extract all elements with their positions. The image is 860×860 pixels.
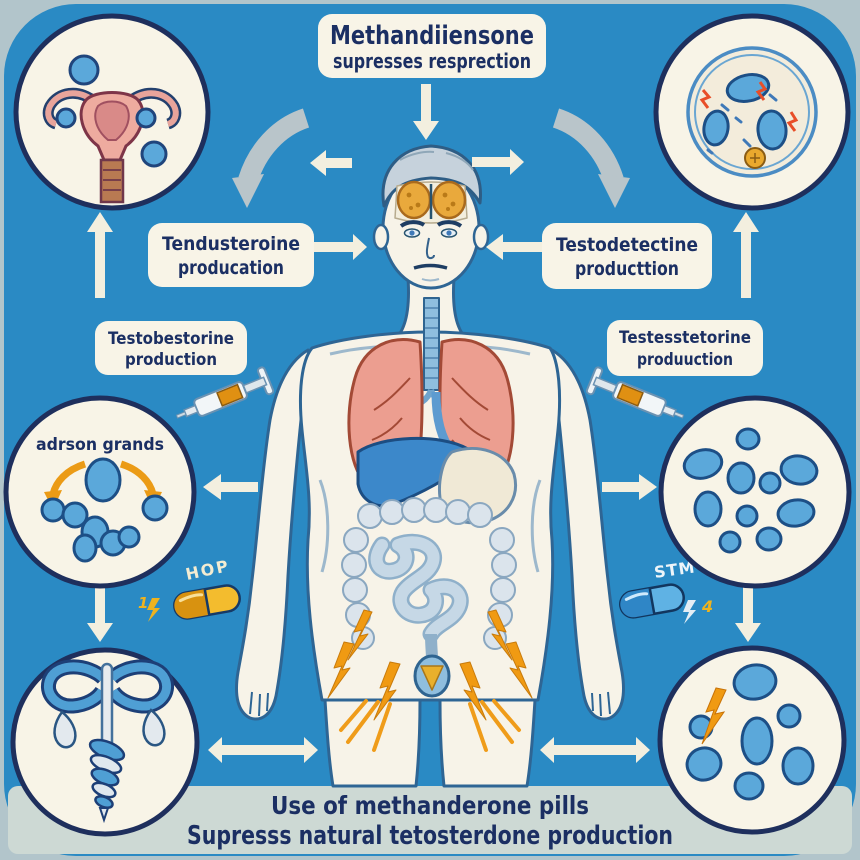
label-text: produuction	[637, 350, 733, 370]
pill-mark-right: 4	[701, 597, 713, 616]
small-lightning-icon	[147, 598, 160, 622]
arrow-up-icon	[87, 212, 113, 298]
label-text: Testobestorine	[108, 329, 234, 349]
male-reproductive-illustration	[41, 659, 174, 824]
circle-top-left	[13, 13, 211, 211]
syringe-left-icon	[175, 366, 275, 419]
caption-line1: Use of methanderone pills	[271, 791, 589, 820]
arrow-down-icon	[735, 585, 761, 642]
arrow-right-icon	[472, 149, 524, 175]
human-figure	[235, 144, 625, 788]
hormone-blobs-illustration	[682, 427, 819, 554]
left-ear	[372, 223, 390, 251]
curved-arrows	[232, 108, 630, 208]
adrenal-glands-illustration	[40, 457, 169, 563]
banner-line1: Methandiiensone	[330, 21, 534, 51]
flow-arrows	[87, 84, 761, 763]
arrow-up-icon	[733, 212, 759, 298]
brain-gyri	[406, 192, 456, 211]
circle-mid-left: adrson grands	[3, 395, 197, 589]
curved-arrow-left-icon	[238, 108, 310, 184]
label-text: production	[125, 350, 217, 370]
cell-illustration	[686, 46, 818, 178]
arrow-left-icon	[203, 474, 258, 500]
thigh-streaks	[339, 699, 521, 752]
adrenal-label: adrson grands	[36, 435, 164, 455]
circle-mid-right	[658, 395, 852, 589]
label-text: Tendusteroine	[162, 233, 300, 255]
hormone-spheres	[55, 54, 168, 168]
arrow-right-icon	[312, 234, 367, 260]
blue-dashes	[706, 93, 778, 155]
left-leg	[323, 698, 422, 788]
right-arm	[548, 348, 625, 721]
hand-fingers	[249, 691, 611, 717]
arrow-down-icon	[87, 585, 113, 642]
caption-line2: Supresss natural tetosterdone production	[187, 821, 673, 851]
cells-lightning-illustration	[685, 663, 815, 801]
uterus-ovaries-illustration	[42, 54, 182, 204]
arrow-down-icon	[413, 84, 439, 140]
bottom-caption: Use of methanderone pills Supresss natur…	[187, 791, 673, 851]
small-lightning-icon	[683, 600, 696, 624]
label-left-mid: Testobestorine production	[95, 321, 247, 375]
circle-bottom-right	[657, 645, 847, 835]
right-leg	[438, 698, 537, 788]
gold-capsule-icon	[173, 584, 241, 620]
label-text: producation	[178, 257, 284, 279]
spiral-icon	[88, 738, 126, 824]
brain-icon	[394, 180, 468, 224]
label-right-mid: Testesstetorine produuction	[607, 320, 763, 376]
syringe-right-icon	[585, 366, 685, 419]
arrow-double-icon	[208, 737, 318, 763]
banner-line2: supresses resprection	[333, 49, 531, 73]
label-text: Testesstetorine	[619, 328, 751, 348]
intestines-icon	[341, 497, 517, 661]
face-features	[399, 220, 463, 282]
groin-icon	[413, 654, 451, 698]
circle-bottom-left	[10, 647, 200, 837]
label-right-top: Testodetectine producttion	[542, 223, 712, 289]
hair-strands	[399, 150, 474, 171]
circle-top-right	[653, 13, 851, 211]
arrow-left-icon	[486, 234, 544, 260]
red-marks	[699, 81, 799, 132]
caption-band	[8, 786, 852, 854]
label-left-top: Tendusteroine producation	[148, 223, 314, 287]
curved-arrow-right-head	[598, 174, 630, 208]
arrow-right-icon	[602, 474, 657, 500]
blue-capsule-icon	[619, 583, 685, 619]
hair	[381, 144, 482, 208]
pill-mark-left: 1	[138, 594, 148, 612]
curved-arrow-left-head	[232, 174, 264, 208]
label-text: Testodetectine	[556, 234, 698, 256]
curved-arrow-right-icon	[552, 108, 624, 184]
left-arm	[235, 348, 312, 721]
arrow-left-icon	[310, 150, 352, 176]
right-ear	[472, 223, 490, 251]
label-text: producttion	[575, 258, 679, 280]
title-banner: Methandiiensone supresses resprection	[318, 14, 546, 78]
lightning-icon	[701, 687, 727, 745]
arrow-double-icon	[540, 737, 650, 763]
groin-lightning-icons	[327, 609, 533, 721]
